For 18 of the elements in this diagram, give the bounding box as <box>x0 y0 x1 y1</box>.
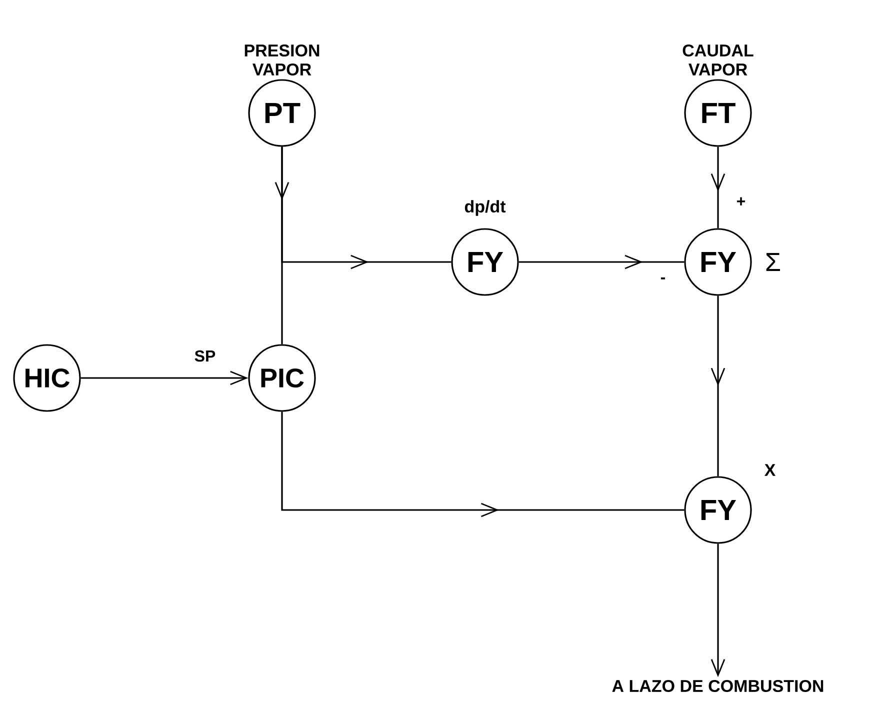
destination-label: A LAZO DE COMBUSTION <box>612 680 824 692</box>
edge-label: + <box>737 197 746 206</box>
instrument-bubble: FY <box>684 476 752 544</box>
instrument-bubble: PIC <box>248 344 316 412</box>
instrument-bubble: PT <box>248 79 316 147</box>
instrument-bubble: FY <box>684 228 752 296</box>
instrument-bubble: HIC <box>13 344 81 412</box>
instrument-caption: CAUDAL VAPOR <box>682 44 754 76</box>
edge-label: - <box>660 277 666 280</box>
instrument-caption: X <box>764 464 776 476</box>
instrument-caption: PRESION VAPOR <box>244 44 320 76</box>
instrument-caption: Σ <box>766 253 780 271</box>
arrow <box>710 544 726 678</box>
instrument-bubble: FT <box>684 79 752 147</box>
instrument-caption: dp/dt <box>464 200 506 216</box>
edge-label: SP <box>194 350 216 362</box>
instrument-bubble: FY <box>451 228 519 296</box>
arrow <box>80 370 248 386</box>
